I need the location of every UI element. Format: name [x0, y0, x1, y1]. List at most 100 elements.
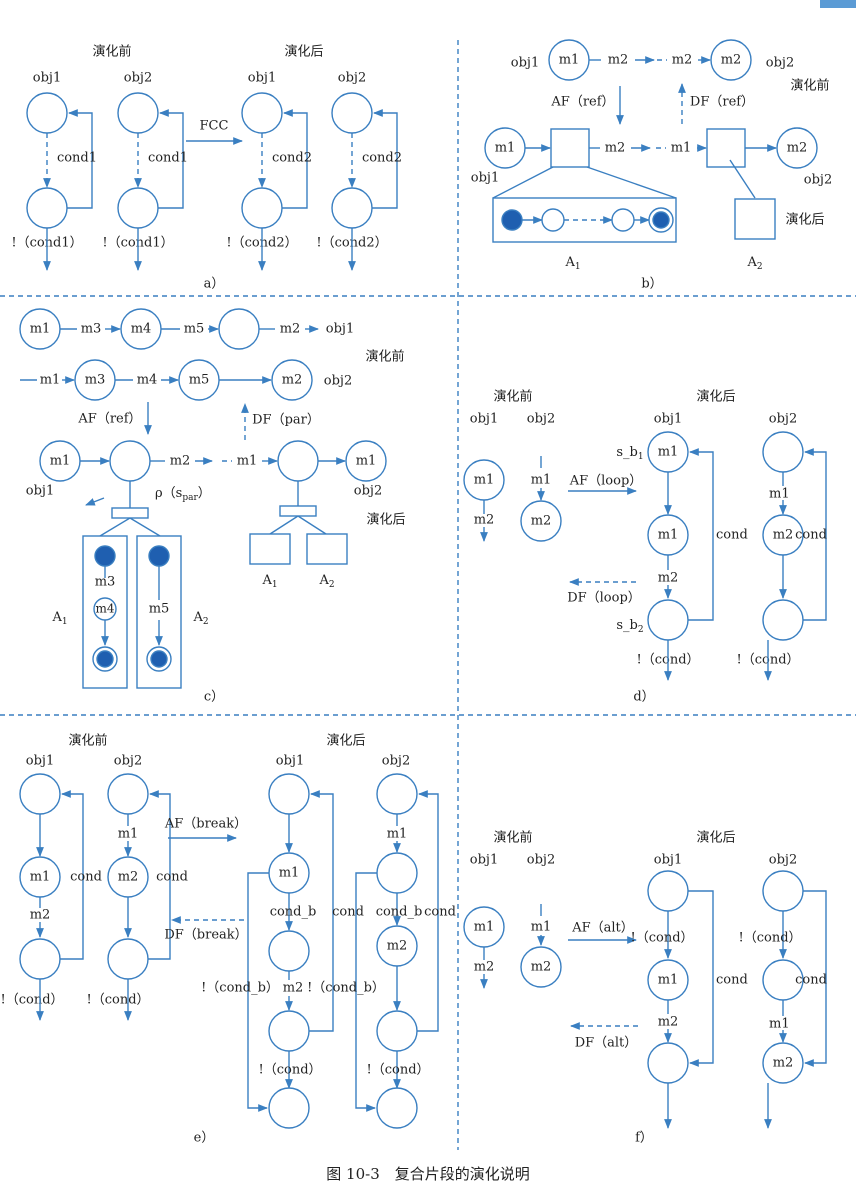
after-heading: 演化后 [696, 830, 735, 846]
state-label: m1 [658, 528, 679, 543]
state-circle [776, 127, 818, 169]
rho-label: ρ（spar） [155, 486, 211, 503]
object-label: obj2 [124, 71, 152, 86]
state-circle [107, 773, 149, 815]
zoom-line [297, 515, 327, 535]
end-dot [150, 650, 168, 668]
message-label: m2 [170, 454, 191, 469]
state-circle [19, 773, 61, 815]
message-label: m1 [40, 373, 61, 388]
sb2-label: s_b2 [616, 618, 643, 635]
state-circle [611, 208, 635, 232]
message-label: m1 [387, 827, 408, 842]
df-label: DF（loop） [567, 591, 641, 606]
object-label: obj2 [354, 484, 382, 499]
state-label: m1 [474, 473, 495, 488]
object-label: obj1 [654, 853, 682, 868]
state-label: m1 [658, 445, 679, 460]
par-bar [111, 507, 149, 519]
state-circle [268, 930, 310, 972]
panel-label: c） [204, 690, 224, 705]
object-label: obj1 [26, 484, 54, 499]
ref-box [706, 128, 746, 168]
label-subscript: 1 [272, 580, 278, 590]
break-path [355, 872, 377, 1112]
alt-path [688, 890, 714, 1067]
object-label: obj1 [471, 171, 499, 186]
state-circle [520, 946, 562, 988]
start-dot [501, 209, 523, 231]
af-label: AF（ref） [550, 95, 614, 110]
object-label: obj2 [769, 412, 797, 427]
fragment-box [249, 533, 291, 565]
a1-label: A1 [51, 610, 67, 627]
start-dot [148, 545, 170, 567]
state-label: m1 [495, 141, 516, 156]
state-circle [268, 1087, 310, 1129]
object-label: obj2 [338, 71, 366, 86]
end-dot [652, 211, 670, 229]
before-heading: 演化前 [493, 830, 532, 846]
after-heading: 演化后 [326, 733, 365, 749]
condition-label: cond2 [362, 151, 402, 166]
panel-a: 演化前演化后obj1cond1!（cond1）obj2cond1!（cond1）… [11, 44, 402, 292]
panel-label: f） [635, 1131, 653, 1146]
before-heading: 演化前 [92, 44, 131, 60]
label-subscript: 2 [203, 617, 209, 627]
loop-back-path [372, 109, 398, 209]
a2-label: A2 [318, 573, 334, 590]
zoom-line [99, 517, 131, 537]
state-label: m2 [773, 528, 794, 543]
par-bar [279, 505, 317, 517]
break-path [247, 872, 269, 1112]
state-circle [277, 440, 319, 482]
af-label: AF（break） [164, 817, 247, 832]
state-label: m1 [50, 454, 71, 469]
state-circle [109, 440, 151, 482]
before-heading: 演化前 [68, 733, 107, 749]
object-label: obj2 [766, 56, 794, 71]
object-label: obj1 [276, 754, 304, 769]
zoom-line [586, 166, 677, 199]
loop-back-path [60, 790, 84, 960]
state-circle [241, 187, 283, 229]
exit-condition-label: !（cond） [86, 993, 149, 1008]
label-subscript: 1 [638, 452, 644, 462]
condition-label: cond_b [270, 905, 317, 920]
label-subscript: 1 [62, 617, 68, 627]
label-main: A [51, 610, 62, 625]
state-label: m2 [531, 960, 552, 975]
state-label: m2 [387, 939, 408, 954]
state-circle [117, 92, 159, 134]
label-main: A [318, 573, 329, 588]
state-circle [19, 938, 61, 980]
fcc-label: FCC [200, 119, 229, 134]
condition-label: cond1 [148, 151, 188, 166]
condition-label: cond [332, 905, 364, 920]
label-main: A [564, 255, 575, 270]
condition-label: cond2 [272, 151, 312, 166]
state-label: m1 [658, 973, 679, 988]
state-circle [268, 1010, 310, 1052]
after-heading: 演化后 [366, 512, 405, 528]
state-label: m2 [118, 870, 139, 885]
fragment-box [734, 198, 776, 240]
exit-condition-label: !（cond） [630, 931, 693, 946]
a2-label: A2 [192, 610, 208, 627]
loop-back-path [309, 790, 334, 1032]
df-label: DF（ref） [690, 95, 754, 110]
before-heading: 演化前 [365, 349, 404, 365]
state-label: m4 [131, 322, 152, 337]
object-label: obj2 [382, 754, 410, 769]
state-circle [762, 870, 804, 912]
state-label: m1 [474, 920, 495, 935]
message-label: m2 [672, 53, 693, 68]
state-circle [647, 1042, 689, 1084]
rho-part: ） [198, 486, 211, 501]
state-label: m1 [356, 454, 377, 469]
panel-dividers [0, 40, 856, 1150]
state-circle [762, 599, 804, 641]
loop-back-path [148, 790, 171, 960]
